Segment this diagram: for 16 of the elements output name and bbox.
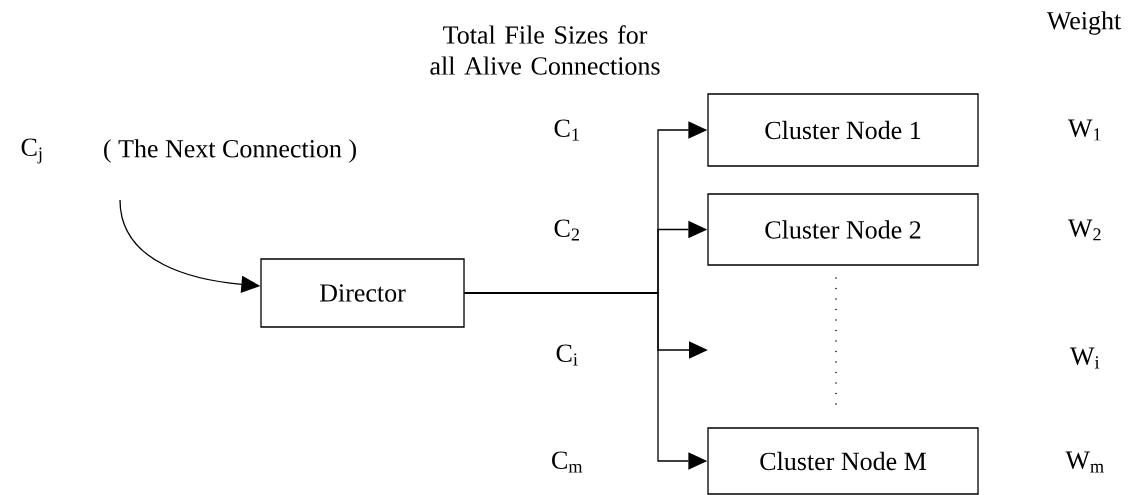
label: C$_{i}$ [556, 344, 578, 366]
label: C$_{m}$ [552, 451, 583, 473]
label: W$_{2}$ [1068, 219, 1101, 241]
label: C$_{j}$ [21, 138, 42, 164]
label: C$_{2}$ [554, 219, 579, 241]
process-box: Cluster Node 2 [707, 193, 979, 266]
label: ( The Next Connection ) [104, 139, 356, 163]
column-heading: Weight [1046, 11, 1122, 35]
label: W$_{m}$ [1065, 451, 1104, 473]
label: C$_{1}$ [554, 119, 579, 141]
process-box: Director [260, 258, 465, 328]
label: W$_{1}$ [1068, 119, 1101, 141]
process-box: Cluster Node M [707, 427, 979, 495]
process-box: Cluster Node 1 [707, 93, 979, 167]
column-heading: Total File Sizes for all Alive Connections [430, 25, 660, 75]
label: W$_{i}$ [1070, 347, 1100, 369]
